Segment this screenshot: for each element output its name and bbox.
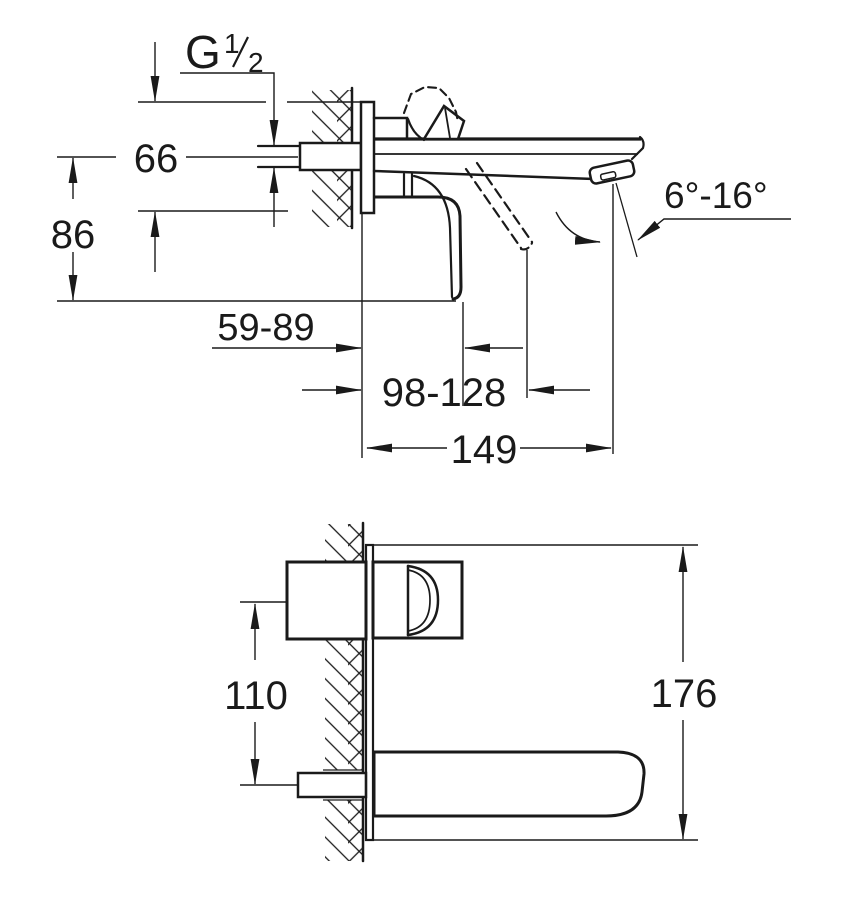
dimension-lines-top-view	[68, 42, 791, 453]
thread-size-label: G	[185, 26, 221, 78]
spout-bottom-edge	[372, 169, 596, 181]
lever-curve-inner	[407, 569, 431, 632]
dim-86-label: 86	[51, 213, 96, 257]
handle-knob-box	[371, 560, 464, 640]
lever-handle-open-dashed	[402, 85, 534, 251]
dim-98-128-label: 98-128	[382, 371, 507, 415]
lever-handle-closed	[373, 104, 466, 301]
spout-tip-bevel	[630, 135, 645, 161]
dim-149-label: 149	[451, 428, 518, 472]
dim-66-label: 66	[134, 137, 179, 181]
handle-rear-housing	[285, 560, 368, 641]
handle-front-view	[371, 560, 464, 640]
wall-section-hatch-bottom	[323, 521, 365, 863]
dim-110-label: 110	[224, 674, 288, 718]
thread-numerator-label: 1	[224, 28, 240, 59]
hatch-feather-band	[337, 90, 352, 142]
top-view-side-elevation: G 1 2 66 86 59-89 98-128 149 6°-16°	[51, 26, 791, 472]
lever-dashed-tip	[519, 241, 534, 251]
thread-denominator-label: 2	[248, 47, 264, 78]
aerator	[588, 159, 636, 185]
spout-profile	[372, 116, 645, 185]
escutcheon-plate-front	[364, 543, 375, 842]
handle-knob-dashed-outline	[402, 85, 460, 124]
handle-base-arc	[406, 117, 426, 142]
lever-dashed-edge	[475, 161, 534, 244]
supply-stub-front	[296, 771, 368, 799]
labels-top-view: G 1 2 66 86 59-89 98-128 149 6°-16°	[51, 26, 768, 472]
angle-range-label: 6°-16°	[664, 175, 768, 216]
lever-inner-edge	[412, 174, 454, 299]
bottom-view-front-elevation: 110 176	[224, 521, 717, 863]
spout-front-bar	[372, 750, 646, 818]
aerator-outlet	[599, 170, 617, 181]
dim-59-89-label: 59-89	[217, 307, 314, 349]
hatch-feather-band	[348, 524, 363, 562]
dimension-lines-bottom-view	[250, 546, 688, 840]
escutcheon-plate-side	[359, 100, 376, 215]
angle-leader-arrow	[637, 218, 791, 241]
hatch-feather-band	[348, 640, 363, 770]
labels-bottom-view: 110 176	[224, 672, 717, 718]
supply-stub	[298, 141, 363, 172]
valve-body-top	[372, 116, 409, 140]
wall-section-hatch	[312, 86, 354, 230]
lever-curve-outer	[406, 564, 440, 637]
extension-lines-top-view	[57, 101, 614, 458]
lever-dashed-edge	[464, 167, 523, 250]
extension-lines-bottom-view	[240, 544, 698, 841]
angle-slant-line	[615, 182, 638, 258]
angle-arc-arrow	[555, 211, 601, 245]
hatch-feather-band	[348, 800, 363, 861]
lever-outer-edge	[373, 195, 463, 301]
thread-fraction-slash	[232, 36, 249, 68]
thread-leader-arrow	[180, 72, 279, 146]
handle-knob-raised	[421, 104, 466, 141]
dim-176-label: 176	[651, 672, 718, 716]
handle-knob-inner-line	[444, 107, 451, 139]
hatch-feather-band	[337, 171, 352, 227]
